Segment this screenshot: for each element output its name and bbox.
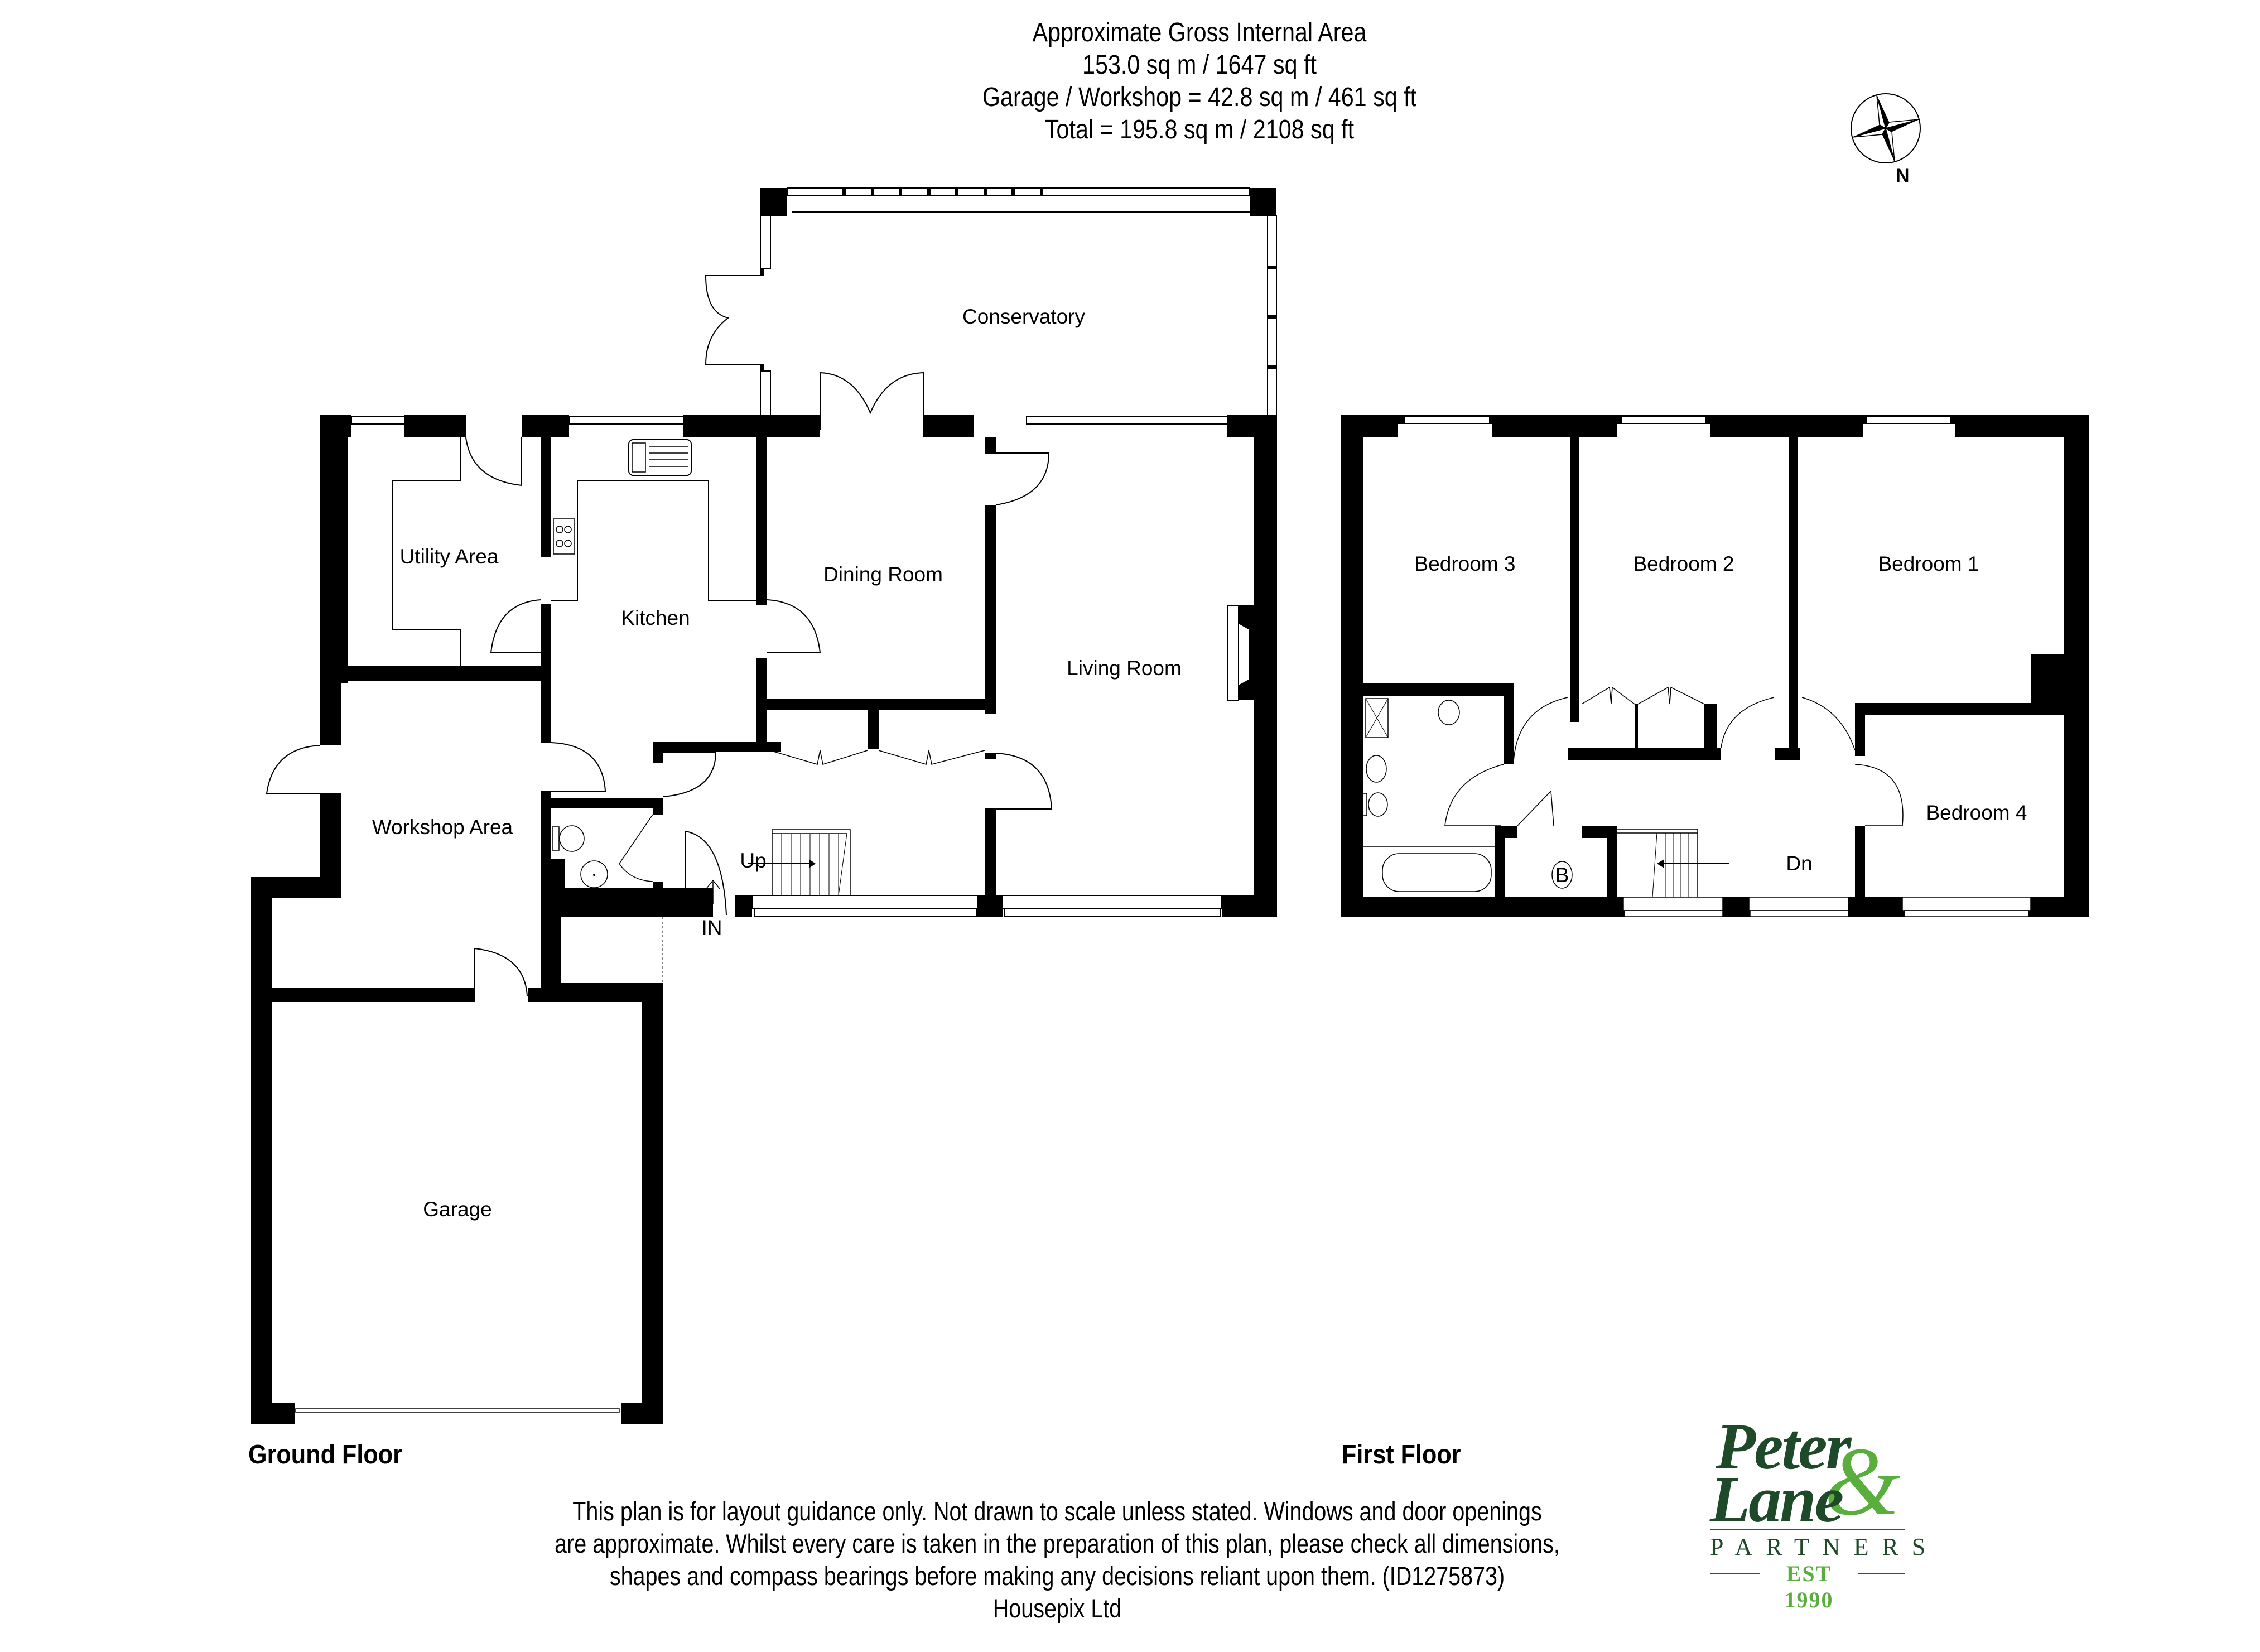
area-summary: Approximate Gross Internal Area 153.0 sq…	[888, 17, 1511, 146]
disclaimer-line-2: are approximate. Whilst every care is ta…	[555, 1529, 1560, 1558]
room-bedroom-2: Bedroom 2	[1633, 552, 1734, 575]
garage-area: Garage / Workshop = 42.8 sq m / 461 sq f…	[982, 83, 1417, 112]
kitchen-sink-icon	[628, 439, 692, 476]
logo-lane: Lane	[1710, 1463, 1844, 1536]
bidet-icon	[1366, 755, 1387, 783]
stairs-up-label: Up	[740, 849, 766, 872]
room-bedroom-1: Bedroom 1	[1878, 552, 1979, 575]
bath-icon	[1362, 846, 1496, 898]
entrance-label: IN	[702, 916, 722, 939]
room-living: Living Room	[1067, 657, 1182, 680]
room-kitchen: Kitchen	[621, 606, 690, 629]
stairs-up-icon	[748, 829, 851, 896]
room-garage: Garage	[423, 1198, 491, 1221]
room-utility: Utility Area	[400, 545, 499, 568]
agent-logo: & Peter Lane PARTNERS EST 1990	[1710, 1409, 1939, 1613]
room-bedroom-3: Bedroom 3	[1415, 552, 1516, 575]
logo-est: EST 1990	[1760, 1561, 1858, 1613]
basin-icon	[580, 860, 608, 888]
disclaimer-line-3: shapes and compass bearings before makin…	[609, 1561, 1505, 1591]
boiler-icon	[1551, 861, 1573, 889]
room-dining: Dining Room	[823, 563, 943, 586]
room-conservatory: Conservatory	[962, 305, 1086, 328]
ground-floor-plan	[251, 187, 1277, 1424]
logo-peter: Peter	[1716, 1410, 1852, 1483]
logo-ampersand: &	[1824, 1427, 1901, 1535]
total-area: Total = 195.8 sq m / 2108 sq ft	[1044, 115, 1355, 145]
ground-floor-label: Ground Floor	[248, 1440, 402, 1470]
logo-partners: PARTNERS	[1710, 1533, 1939, 1561]
first-floor-label: First Floor	[1342, 1440, 1461, 1470]
basin-icon	[1438, 700, 1460, 725]
compass-rose-icon	[1851, 93, 1921, 163]
shower-icon	[1365, 698, 1389, 738]
compass-north-label: N	[1896, 165, 1910, 186]
room-bedroom-4: Bedroom 4	[1926, 801, 2027, 824]
toilet-icon	[1362, 792, 1388, 817]
disclaimer-line-4: Housepix Ltd	[992, 1593, 1122, 1623]
stairs-down-label: Dn	[1786, 852, 1812, 875]
entrance-arrow-icon	[705, 879, 721, 904]
toilet-icon	[552, 825, 585, 852]
disclaimer-line-1: This plan is for layout guidance only. N…	[572, 1496, 1542, 1526]
main-area: 153.0 sq m / 1647 sq ft	[1082, 50, 1317, 80]
hob-icon	[553, 518, 575, 555]
first-floor-plan	[1341, 415, 2089, 917]
room-workshop: Workshop Area	[372, 816, 513, 839]
stairs-down-icon	[1616, 829, 1729, 898]
logo-rule-top	[1710, 1529, 1905, 1530]
boiler-label: B	[1555, 864, 1569, 887]
disclaimer: This plan is for layout guidance only. N…	[534, 1495, 1579, 1625]
area-title: Approximate Gross Internal Area	[1032, 18, 1367, 47]
